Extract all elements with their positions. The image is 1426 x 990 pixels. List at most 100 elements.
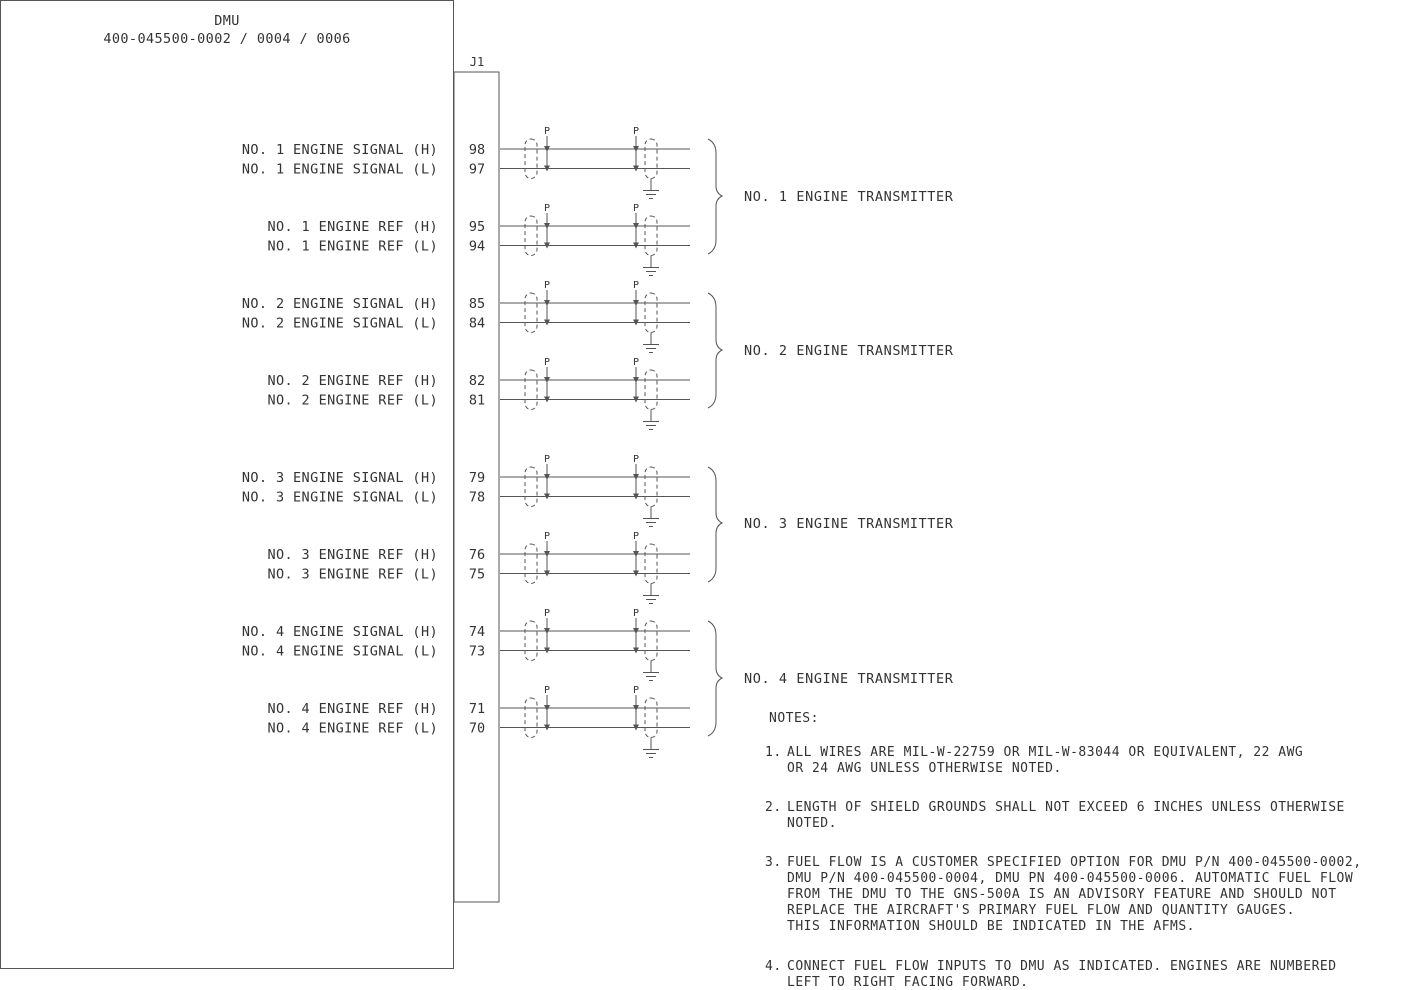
note-item: 2. LENGTH OF SHIELD GROUNDS SHALL NOT EXC… (765, 800, 1345, 831)
note-item: 4. CONNECT FUEL FLOW INPUTS TO DMU AS IND… (765, 959, 1337, 990)
arrow-head (633, 319, 639, 326)
signal-label-h: NO. 2 ENGINE REF (H) (267, 373, 438, 389)
signal-label-h: NO. 2 ENGINE SIGNAL (H) (242, 296, 438, 312)
arrow-head (633, 300, 639, 306)
test-point-label-right: P (633, 280, 639, 291)
note-line: ALL WIRES ARE MIL-W-22759 OR MIL-W-83044… (787, 745, 1303, 760)
test-point-label-right: P (633, 454, 639, 465)
signal-label-h: NO. 4 ENGINE SIGNAL (H) (242, 624, 438, 640)
arrow-head (544, 724, 550, 731)
arrow-head (633, 570, 639, 577)
arrow-head (633, 377, 639, 383)
shield-left (524, 466, 538, 507)
signal-label-l: NO. 1 ENGINE REF (L) (267, 239, 438, 255)
test-point-label-right: P (633, 685, 639, 696)
note-number: 2. (765, 800, 782, 815)
transmitter-brace (707, 466, 724, 583)
arrow-head (633, 223, 639, 229)
pin-number-h: 82 (469, 373, 485, 389)
pin-number-h: 79 (469, 470, 485, 486)
shield-left (524, 292, 538, 333)
pin-number-l: 75 (469, 567, 485, 583)
transmitter-label: NO. 1 ENGINE TRANSMITTER (744, 189, 954, 205)
note-number: 4. (765, 959, 782, 974)
note-line: LENGTH OF SHIELD GROUNDS SHALL NOT EXCEE… (787, 800, 1345, 815)
arrow-head (633, 474, 639, 480)
pin-number-l: 97 (469, 162, 485, 178)
note-line: LEFT TO RIGHT FACING FORWARD. (787, 975, 1028, 986)
test-point-label-left: P (544, 608, 550, 619)
pin-number-l: 81 (469, 393, 485, 409)
signal-label-l: NO. 2 ENGINE SIGNAL (L) (242, 316, 438, 332)
signal-label-h: NO. 3 ENGINE REF (H) (267, 547, 438, 563)
notes-heading: NOTES: (769, 711, 819, 726)
wire-pair: NO. 2 ENGINE SIGNAL (H) NO. 2 ENGINE SIGN… (242, 280, 690, 353)
arrow-head (544, 319, 550, 326)
signal-label-h: NO. 1 ENGINE SIGNAL (H) (242, 142, 438, 158)
wire-pair: NO. 4 ENGINE SIGNAL (H) NO. 4 ENGINE SIGN… (242, 608, 690, 681)
arrow-head (544, 377, 550, 383)
pin-number-h: 71 (469, 701, 485, 717)
shield-right (644, 369, 658, 410)
wire-pair: NO. 2 ENGINE REF (H) NO. 2 ENGINE REF (L)… (267, 357, 690, 430)
dmu-part-numbers: 400-045500-0002 / 0004 / 0006 (103, 31, 350, 47)
arrow-head (544, 551, 550, 557)
test-point-label-right: P (633, 357, 639, 368)
signal-label-h: NO. 3 ENGINE SIGNAL (H) (242, 470, 438, 486)
signal-label-l: NO. 3 ENGINE SIGNAL (L) (242, 490, 438, 506)
transmitter-group: NO. 2 ENGINE TRANSMITTER (707, 292, 953, 409)
transmitter-label: NO. 3 ENGINE TRANSMITTER (744, 516, 954, 532)
pin-number-h: 98 (469, 142, 485, 158)
note-line: THIS INFORMATION SHOULD BE INDICATED IN … (787, 919, 1195, 934)
shield-right (644, 466, 658, 507)
arrow-head (633, 628, 639, 634)
arrow-head (544, 705, 550, 711)
note-line: FUEL FLOW IS A CUSTOMER SPECIFIED OPTION… (787, 855, 1362, 870)
signal-label-h: NO. 4 ENGINE REF (H) (267, 701, 438, 717)
arrow-head (633, 242, 639, 249)
pin-number-h: 95 (469, 219, 485, 235)
arrow-head (544, 223, 550, 229)
shield-right (644, 543, 658, 584)
test-point-label-left: P (544, 280, 550, 291)
wire-pair: NO. 3 ENGINE REF (H)NO. 3 ENGINE REF (L)… (267, 531, 690, 604)
shield-right (644, 620, 658, 661)
test-point-label-right: P (633, 531, 639, 542)
arrow-head (544, 474, 550, 480)
arrow-head (544, 493, 550, 500)
wire-pair: NO. 4 ENGINE REF (H)NO. 4 ENGINE REF (L)… (267, 685, 690, 758)
dmu-title: DMU (214, 13, 240, 29)
test-point-label-left: P (544, 454, 550, 465)
shield-left (524, 620, 538, 661)
j1-label: J1 (470, 55, 484, 69)
transmitter-brace (707, 138, 724, 255)
pin-number-l: 94 (469, 239, 485, 255)
test-point-label-left: P (544, 531, 550, 542)
test-point-label-left: P (544, 685, 550, 696)
transmitter-label: NO. 4 ENGINE TRANSMITTER (744, 671, 954, 687)
arrow-head (633, 647, 639, 654)
arrow-head (633, 146, 639, 152)
note-line: FROM THE DMU TO THE GNS-500A IS AN ADVIS… (787, 887, 1337, 902)
wire-pairs: NO. 1 ENGINE SIGNAL (H) NO. 1 ENGINE SIGN… (242, 126, 954, 758)
signal-label-l: NO. 4 ENGINE SIGNAL (L) (242, 644, 438, 660)
arrow-head (633, 493, 639, 500)
test-point-label-left: P (544, 126, 550, 137)
arrow-head (633, 165, 639, 172)
arrow-head (633, 705, 639, 711)
arrow-head (544, 242, 550, 249)
signal-label-l: NO. 2 ENGINE REF (L) (267, 393, 438, 409)
note-line: CONNECT FUEL FLOW INPUTS TO DMU AS INDIC… (787, 959, 1337, 974)
arrow-head (544, 396, 550, 403)
transmitter-brace (707, 620, 724, 737)
arrow-head (633, 396, 639, 403)
arrow-head (633, 724, 639, 731)
note-line: NOTED. (787, 816, 837, 831)
transmitter-brace (707, 292, 724, 409)
transmitter-group: NO. 4 ENGINE TRANSMITTER (707, 620, 954, 737)
signal-label-l: NO. 1 ENGINE SIGNAL (L) (242, 162, 438, 178)
arrow-head (633, 551, 639, 557)
note-line: OR 24 AWG UNLESS OTHERWISE NOTED. (787, 761, 1062, 776)
shield-right (644, 697, 658, 738)
